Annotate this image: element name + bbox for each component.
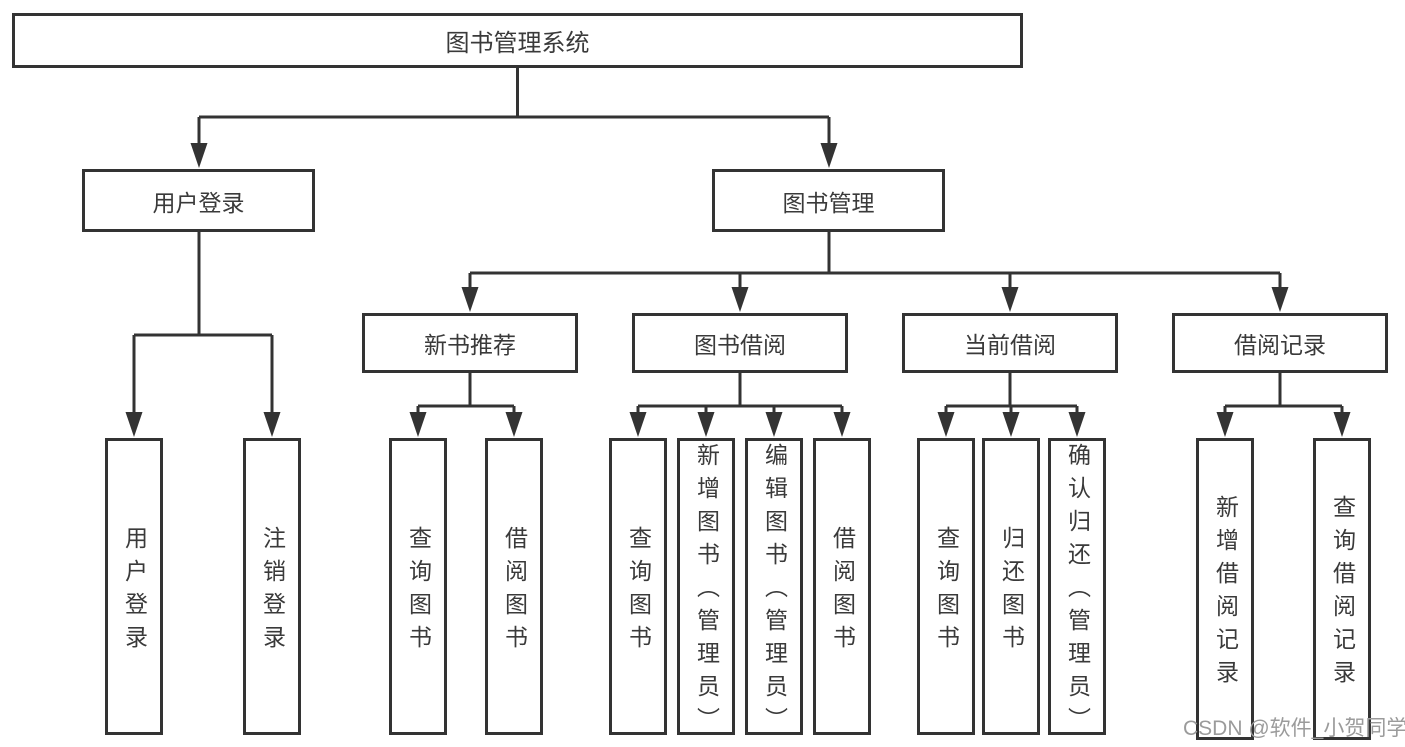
leaf-query-borrow-record: 查询借阅记录 — [1313, 438, 1371, 740]
node-new-book-recommend-label: 新书推荐 — [424, 332, 516, 358]
node-borrowing-records: 借阅记录 — [1172, 313, 1388, 373]
leaf-borrow-books-recommend: 借阅图书 — [485, 438, 543, 735]
node-current-borrowing-label: 当前借阅 — [964, 332, 1056, 358]
leaf-user-login: 用户登录 — [105, 438, 163, 735]
leaf-query-books-borrow-label: 查询图书 — [625, 525, 652, 658]
node-library-management-system: 图书管理系统 — [12, 13, 1023, 68]
node-book-management-label: 图书管理 — [782, 189, 875, 216]
leaf-add-borrow-record-label: 新增借阅记录 — [1212, 495, 1239, 693]
leaf-return-book-label: 归还图书 — [998, 525, 1025, 658]
node-book-borrowing-label: 图书借阅 — [694, 332, 786, 358]
leaf-add-book-admin: 新增图书（管理员） — [677, 438, 735, 740]
node-borrowing-records-label: 借阅记录 — [1234, 332, 1326, 358]
node-new-book-recommend: 新书推荐 — [362, 313, 578, 373]
leaf-query-books-recommend: 查询图书 — [389, 438, 447, 735]
node-book-management: 图书管理 — [712, 169, 945, 232]
watermark: CSDN @软件_小贺同学 — [1183, 717, 1405, 740]
leaf-borrow-books: 借阅图书 — [813, 438, 871, 735]
leaf-logout-label: 注销登录 — [259, 525, 286, 658]
node-book-borrowing: 图书借阅 — [632, 313, 848, 373]
node-library-management-system-label: 图书管理系统 — [445, 30, 590, 57]
leaf-return-book: 归还图书 — [982, 438, 1040, 735]
leaf-query-books-recommend-label: 查询图书 — [405, 525, 432, 658]
node-current-borrowing: 当前借阅 — [902, 313, 1118, 373]
arrowhead-icons — [125, 143, 1351, 437]
node-user-login-label: 用户登录 — [152, 189, 245, 216]
leaf-query-books-current-label: 查询图书 — [933, 525, 960, 658]
leaf-add-book-admin-label: 新增图书（管理员） — [693, 443, 720, 740]
leaf-borrow-books-label: 借阅图书 — [829, 525, 856, 658]
leaf-query-borrow-record-label: 查询借阅记录 — [1329, 495, 1356, 693]
leaf-logout: 注销登录 — [243, 438, 301, 735]
leaf-edit-book-admin-label: 编辑图书（管理员） — [761, 443, 788, 740]
leaf-user-login-label: 用户登录 — [121, 525, 148, 658]
leaf-edit-book-admin: 编辑图书（管理员） — [745, 438, 803, 740]
leaf-query-books-current: 查询图书 — [917, 438, 975, 735]
leaf-borrow-books-recommend-label: 借阅图书 — [501, 525, 528, 658]
leaf-confirm-return-admin: 确认归还（管理员） — [1048, 438, 1106, 740]
leaf-query-books-borrow: 查询图书 — [609, 438, 667, 735]
leaf-add-borrow-record: 新增借阅记录 — [1196, 438, 1254, 740]
node-user-login: 用户登录 — [82, 169, 315, 232]
leaf-confirm-return-admin-label: 确认归还（管理员） — [1064, 443, 1091, 740]
